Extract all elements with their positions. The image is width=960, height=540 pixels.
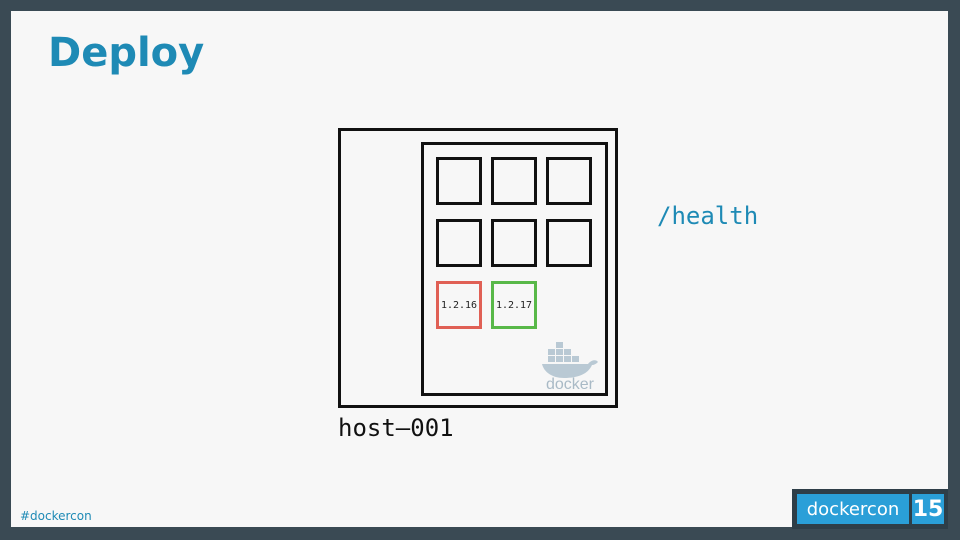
- docker-whale-icon: docker: [538, 338, 602, 393]
- container-slot: [491, 219, 537, 267]
- slide-title: Deploy: [48, 30, 205, 76]
- container-slot: [546, 157, 592, 205]
- container-slot: [491, 157, 537, 205]
- hashtag: #dockercon: [20, 509, 92, 523]
- container-slot: [436, 219, 482, 267]
- docker-logo-text: docker: [546, 376, 595, 392]
- container-slot: [546, 219, 592, 267]
- dockercon-badge: dockercon 15: [792, 489, 948, 529]
- container-slot: [436, 157, 482, 205]
- health-endpoint: /health: [657, 202, 759, 230]
- container-old-version: 1.2.16: [436, 281, 482, 329]
- docker-engine-box: [421, 142, 608, 396]
- host-label: host–001: [338, 414, 454, 442]
- host-box: [338, 128, 618, 408]
- container-new-version: 1.2.17: [491, 281, 537, 329]
- dockercon-year: 15: [912, 494, 944, 524]
- dockercon-logo-text: dockercon: [797, 494, 909, 524]
- slide: [11, 11, 948, 527]
